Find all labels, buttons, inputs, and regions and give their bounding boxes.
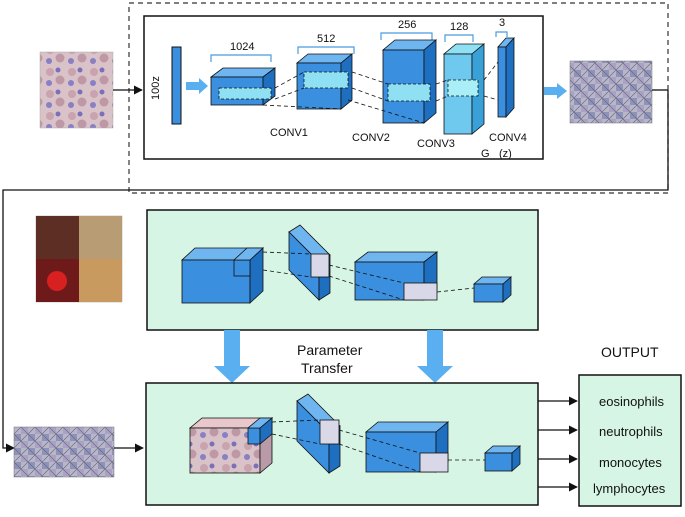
generated-image (569, 60, 653, 124)
gen-cube-2 (295, 53, 354, 110)
layer-label-conv3: CONV3 (417, 138, 455, 150)
generator-input-image (39, 51, 114, 129)
z-label: (z) (499, 148, 512, 160)
layer-label-conv2: CONV2 (352, 132, 390, 144)
pre-cube-1 (180, 247, 265, 304)
output-title: OUTPUT (601, 344, 659, 360)
layer-label-conv1: CONV1 (270, 127, 308, 139)
generator-feedback-line (2, 90, 669, 453)
size-label-1: 1024 (230, 41, 254, 53)
cls-cube-4 (483, 445, 522, 472)
natural-image-tile-1 (36, 216, 79, 259)
pre-cube-4 (472, 276, 513, 303)
output-arrows (538, 396, 578, 492)
gen-cube-3 (381, 39, 438, 124)
output-class-monocytes: monocytes (599, 455, 662, 470)
cls-cube-1 (188, 417, 274, 474)
output-box (578, 374, 682, 507)
transfer-label-line1: Parameter (297, 342, 363, 358)
output-class-lymphocytes: lymphocytes (593, 481, 666, 496)
z-vector-bar (171, 46, 182, 125)
gen-cube-5 (497, 36, 515, 119)
size-braces (210, 31, 508, 62)
pre-cube-2 (288, 224, 331, 301)
gen-cube-4 (442, 43, 486, 135)
pre-cube-3 (353, 251, 439, 301)
g-label: G (481, 148, 490, 160)
projection-arrow (186, 78, 208, 94)
natural-image-tile-2 (79, 216, 122, 259)
size-label-4: 128 (450, 21, 468, 33)
gen-cube-1 (209, 67, 277, 106)
output-class-eosinophils: eosinophils (599, 394, 665, 409)
cls-cube-2 (296, 393, 341, 474)
natural-image-tile-4 (79, 259, 122, 302)
generated-training-images (13, 426, 115, 478)
pre-dashed-connectors (262, 251, 475, 301)
size-label-3: 256 (398, 19, 416, 31)
generated-output-arrow (544, 83, 567, 99)
output-class-neutrophils: neutrophils (599, 424, 663, 439)
flower-shape (47, 271, 67, 291)
size-label-5: 3 (499, 17, 505, 29)
transfer-label-line2: Transfer (301, 360, 353, 376)
cls-cube-3 (364, 421, 450, 473)
cls-dashed-connectors (271, 419, 485, 473)
gen-dashed-connectors (262, 61, 499, 124)
layer-label-conv4: CONV4 (489, 132, 527, 144)
transfer-arrow-right (417, 330, 453, 383)
transfer-arrow-left (214, 330, 250, 383)
z-vector-label: 100z (150, 76, 162, 100)
size-label-2: 512 (317, 33, 335, 45)
